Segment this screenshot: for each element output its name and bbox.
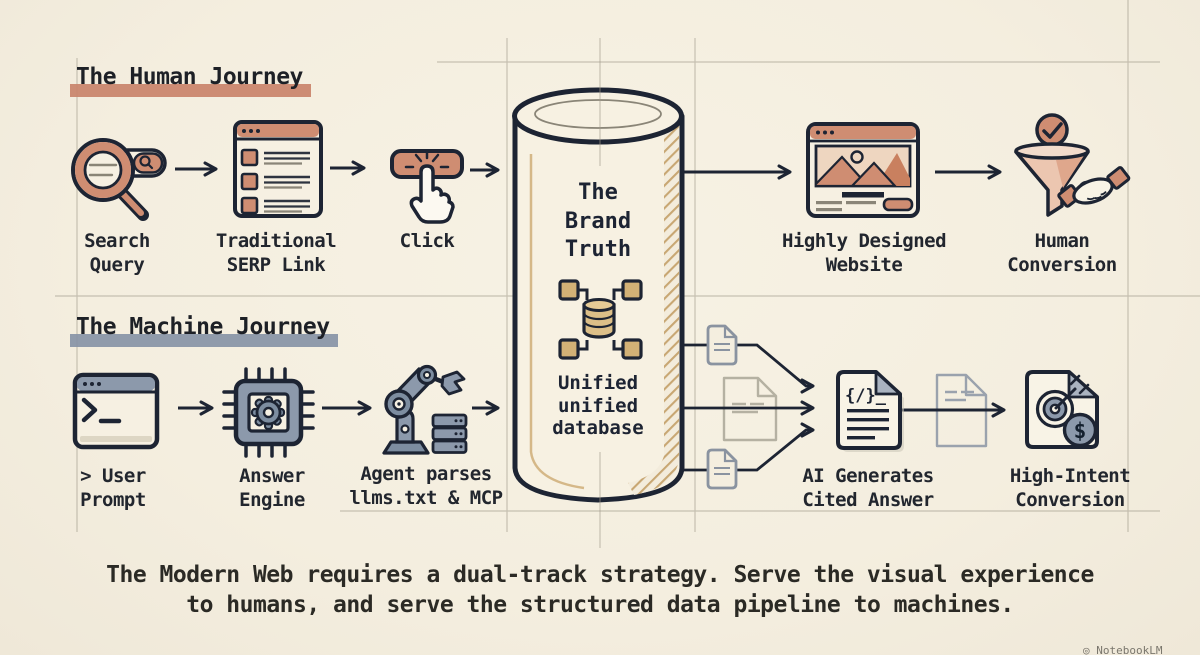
- structured-data-document-icon: [706, 324, 738, 366]
- serp-results-browser-icon: [233, 120, 323, 218]
- ghost-document-icon: [722, 376, 778, 442]
- step-label-click: Click: [399, 230, 455, 252]
- machine-journey-title: The Machine Journey: [70, 314, 338, 347]
- designed-website-browser-icon: [806, 122, 920, 218]
- step-label-human-conversion: Human Conversion: [1007, 230, 1117, 276]
- dollar-glyph: $: [1074, 419, 1087, 443]
- title-highlight-bar: [70, 334, 338, 347]
- data-fanout-lines: [684, 343, 815, 472]
- step-label-ai-generates-cited-answer: AI Generates Cited Answer: [802, 465, 934, 511]
- human-journey-title: The Human Journey: [70, 64, 311, 97]
- robot-arm-servers-icon: [382, 364, 468, 455]
- chip-gear-icon: [222, 367, 315, 458]
- step-label-agent-parses: Agent parses llms.txt & MCP: [349, 463, 503, 509]
- code-cited-document-icon: {/}_: [836, 370, 904, 452]
- title-text: The Human Journey: [76, 64, 303, 90]
- brand-truth-cylinder: [512, 87, 685, 503]
- step-label-high-intent-conversion: High-Intent Conversion: [1009, 465, 1131, 511]
- database-network-icon: [558, 279, 643, 360]
- step-label-answer-engine: Answer Engine: [239, 465, 305, 511]
- unified-database-caption: Unified unified database: [552, 372, 644, 439]
- step-label-highly-designed-website: Highly Designed Website: [781, 230, 947, 276]
- step-label-search-query: Search Query: [84, 230, 150, 276]
- step-label-traditional-serp-link: Traditional SERP Link: [215, 230, 337, 276]
- brand-truth-heading: The Brand Truth: [564, 180, 632, 262]
- step-label-user-prompt: > User Prompt: [80, 465, 146, 511]
- notebooklm-watermark: ◎ NotebookLM: [1083, 644, 1163, 655]
- click-button-hand-icon: [390, 149, 464, 224]
- funnel-handshake-icon: [1014, 113, 1131, 217]
- terminal-prompt-icon: [72, 372, 160, 450]
- construction-grid-lines: [55, 0, 1200, 532]
- target-dollar-document-icon: $: [1025, 370, 1099, 449]
- code-glyph: {/}_: [845, 386, 887, 406]
- flow-arrows: [175, 160, 1006, 418]
- title-highlight-bar: [70, 84, 311, 97]
- magnifier-search-icon: [71, 138, 167, 221]
- footer-caption: The Modern Web requires a dual-track str…: [106, 562, 1094, 618]
- ghost-document-icon: [935, 373, 988, 448]
- title-text: The Machine Journey: [76, 314, 330, 340]
- structured-data-document-icon: [706, 448, 738, 490]
